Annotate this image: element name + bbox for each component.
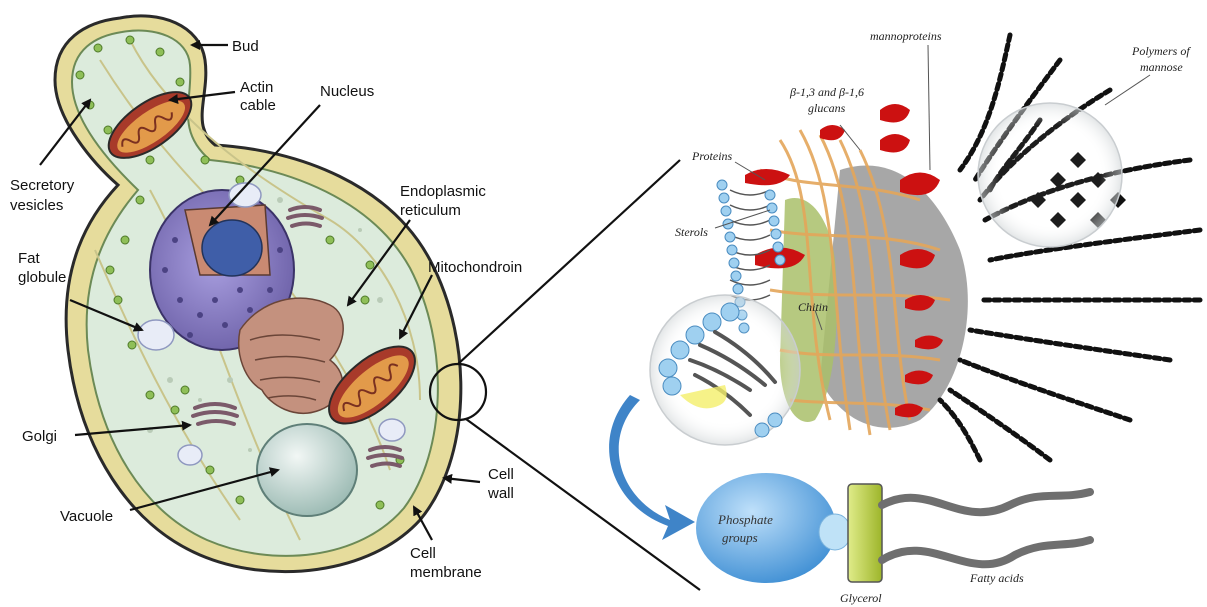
label-cell-wall-1: Cell xyxy=(488,466,514,483)
label-er-1: Endoplasmic xyxy=(400,183,486,200)
glycerol-shape xyxy=(848,484,882,582)
label-golgi: Golgi xyxy=(22,428,57,445)
cell-wall-structure xyxy=(609,35,1200,583)
label-mitochondrion: Mitochondroin xyxy=(428,259,522,276)
label-secretory-vesicles-1: Secretory xyxy=(10,177,75,194)
label-chitin: Chitin xyxy=(798,300,828,314)
label-vacuole: Vacuole xyxy=(60,508,113,525)
label-proteins: Proteins xyxy=(691,149,733,163)
phosphate-link-shape xyxy=(819,514,851,550)
label-actin-cable-1: Actin xyxy=(240,79,273,96)
label-actin-cable-2: cable xyxy=(240,97,276,114)
label-nucleus: Nucleus xyxy=(320,83,374,100)
phospholipid-detail xyxy=(696,473,1090,583)
label-secretory-vesicles-2: vesicles xyxy=(10,197,63,214)
label-glucans-1: β-1,3 and β-1,6 xyxy=(789,85,864,99)
label-cell-membrane-1: Cell xyxy=(410,545,436,562)
label-phosphate-1: Phosphate xyxy=(717,512,773,527)
label-fatty-acids: Fatty acids xyxy=(969,571,1024,585)
mannose-polymers xyxy=(940,35,1200,460)
label-glycerol: Glycerol xyxy=(840,591,882,605)
fatty-acid-1 xyxy=(882,492,1090,512)
zoom-line-bottom xyxy=(466,419,700,590)
membrane-magnifier xyxy=(650,295,800,445)
label-cell-wall-2: wall xyxy=(487,485,514,502)
label-phosphate-2: groups xyxy=(722,530,758,545)
label-cell-membrane-2: membrane xyxy=(410,564,482,581)
label-polymers-1: Polymers of xyxy=(1131,44,1191,58)
label-polymers-2: mannose xyxy=(1140,60,1183,74)
vacuole xyxy=(257,424,357,516)
fatty-acid-2 xyxy=(882,540,1090,564)
label-er-2: reticulum xyxy=(400,202,461,219)
label-sterols: Sterols xyxy=(675,225,708,239)
label-glucans-2: glucans xyxy=(808,101,846,115)
lipid-tails xyxy=(730,190,770,300)
label-mannoproteins: mannoproteins xyxy=(870,29,942,43)
label-fat-globule-1: Fat xyxy=(18,250,41,267)
label-fat-globule-2: globule xyxy=(18,269,66,286)
phosphate-group-shape xyxy=(696,473,836,583)
label-bud: Bud xyxy=(232,38,259,55)
polymers-circle xyxy=(978,103,1122,247)
